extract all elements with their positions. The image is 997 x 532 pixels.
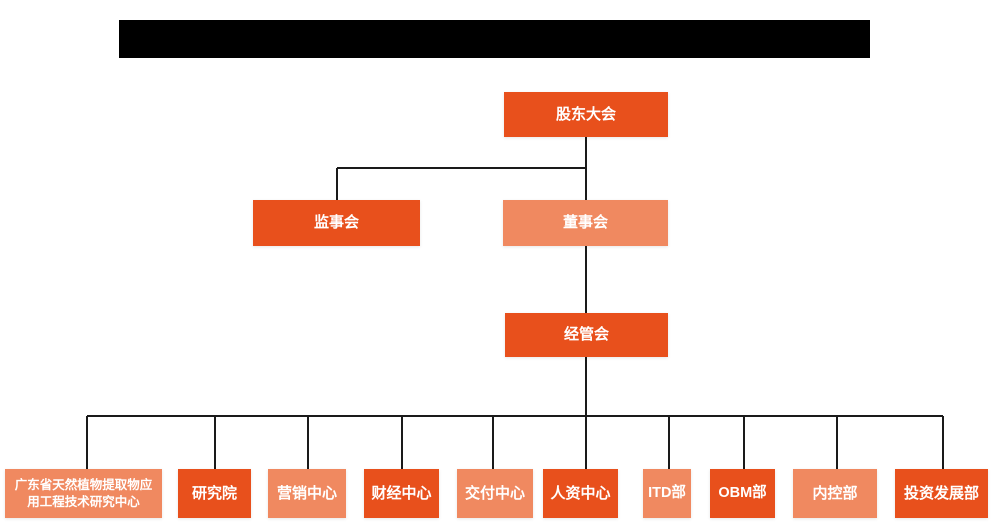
node-label: 股东大会 xyxy=(555,105,616,123)
node-label: 内控部 xyxy=(812,484,858,502)
node-label: 交付中心 xyxy=(464,484,525,502)
node-label: 监事会 xyxy=(313,214,359,232)
node-label: OBM部 xyxy=(718,485,767,502)
node-label: ITD部 xyxy=(648,485,686,502)
node-label-line-2: 用工程技术研究中心 xyxy=(27,494,140,509)
org-node-investment-development-department: 投资发展部 xyxy=(895,469,988,518)
org-node-marketing-center: 营销中心 xyxy=(268,469,346,518)
node-label: 营销中心 xyxy=(276,484,337,502)
org-node-obm-department: OBM部 xyxy=(710,469,775,518)
node-label: 董事会 xyxy=(562,214,608,232)
node-label: 投资发展部 xyxy=(903,484,979,502)
org-node-plant-extract-research-center: 广东省天然植物提取物应 用工程技术研究中心 xyxy=(5,469,162,518)
node-label: 人资中心 xyxy=(550,484,611,502)
redacted-title-bar xyxy=(119,20,870,58)
org-node-delivery-center: 交付中心 xyxy=(457,469,533,518)
org-node-research-institute: 研究院 xyxy=(178,469,251,518)
org-node-hr-center: 人资中心 xyxy=(543,469,618,518)
org-node-board-of-directors: 董事会 xyxy=(503,200,668,246)
org-node-shareholders-meeting: 股东大会 xyxy=(504,92,668,137)
node-label: 财经中心 xyxy=(371,484,432,502)
node-label-line-1: 广东省天然植物提取物应 xyxy=(14,477,153,492)
org-node-itd-department: ITD部 xyxy=(643,469,691,518)
org-node-supervisory-board: 监事会 xyxy=(253,200,420,246)
org-node-finance-center: 财经中心 xyxy=(364,469,439,518)
org-node-internal-control-department: 内控部 xyxy=(793,469,877,518)
org-node-management-committee: 经管会 xyxy=(505,313,668,357)
node-label: 研究院 xyxy=(191,484,237,502)
node-label: 经管会 xyxy=(563,326,609,344)
